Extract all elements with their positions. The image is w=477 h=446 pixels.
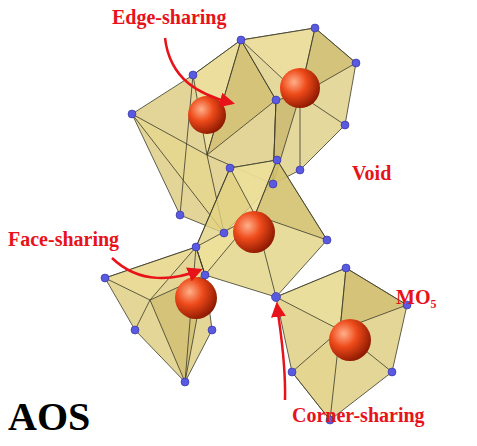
leader-arrow	[277, 305, 285, 400]
polyhedron	[276, 268, 407, 420]
callout-label: Corner-sharing	[292, 404, 425, 427]
region-label: Void	[352, 162, 391, 185]
polyhedron	[105, 247, 217, 382]
leader-arrow	[165, 38, 232, 103]
leader-arrow	[112, 258, 200, 278]
leader-arrows	[112, 38, 285, 400]
polyhedron	[132, 40, 276, 233]
callout-label: Face-sharing	[8, 228, 119, 251]
polyhedron	[241, 28, 356, 184]
vertex-dots	[101, 24, 411, 424]
polyhedron-label: MO₅	[396, 286, 436, 309]
figure-title: AOS	[8, 393, 90, 440]
callout-label: Edge-sharing	[112, 6, 226, 29]
polyhedron	[196, 160, 327, 297]
